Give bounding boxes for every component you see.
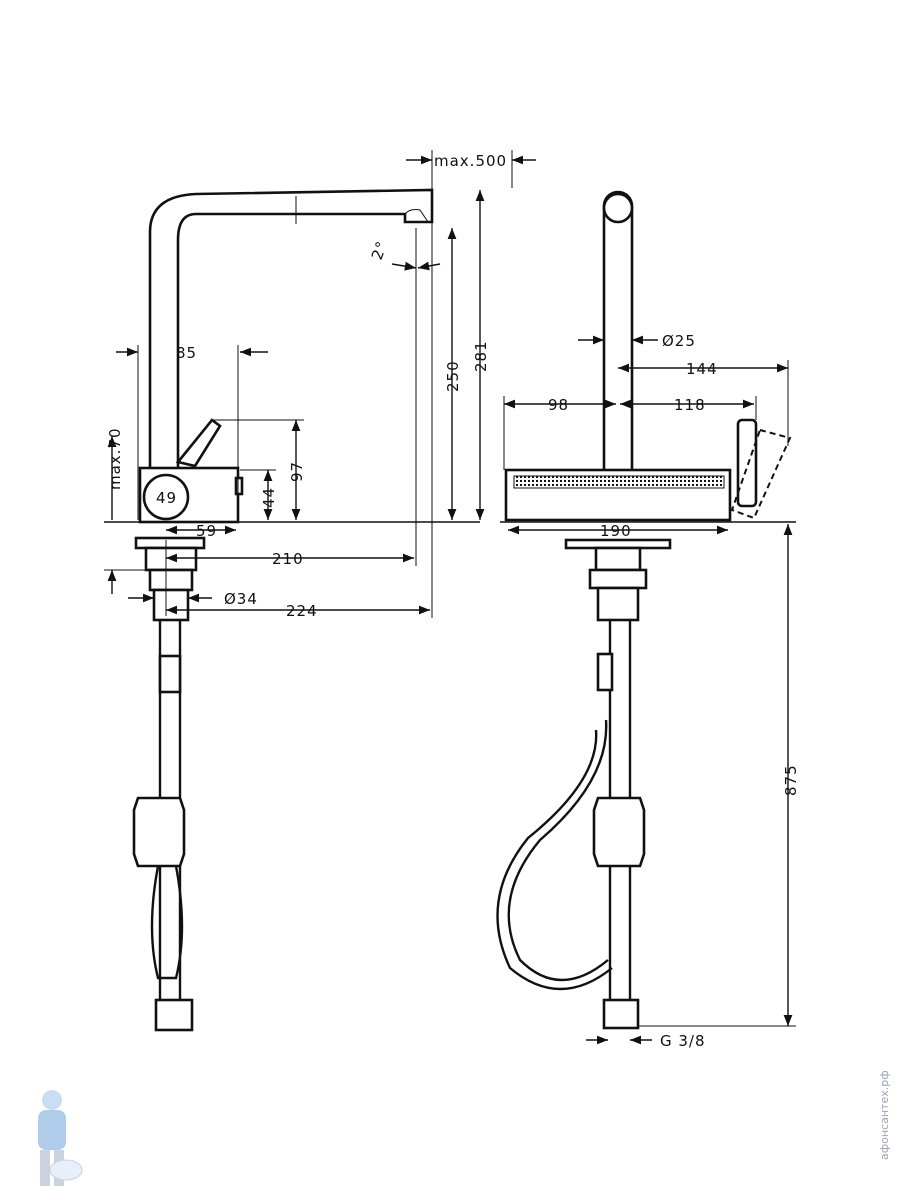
label-44: 44 — [260, 487, 278, 508]
label-max70: max.70 — [106, 427, 124, 490]
mount-nut — [144, 546, 198, 572]
side-view — [104, 150, 536, 1032]
label-250: 250 — [444, 360, 462, 392]
label-swivel-angle: 2° — [368, 238, 391, 262]
label-25: Ø25 — [662, 332, 696, 350]
pullout-hose-loop — [150, 865, 184, 980]
label-281: 281 — [472, 340, 490, 372]
mount-nut-front — [594, 546, 642, 572]
spray-head — [404, 209, 429, 223]
label-224: 224 — [286, 602, 318, 620]
label-thread: G 3/8 — [660, 1032, 706, 1050]
label-85: 85 — [176, 344, 197, 362]
body-cap — [234, 476, 244, 496]
spout-body — [148, 188, 434, 470]
lever-alt-position — [730, 428, 792, 520]
pullout-hose-curve-outer — [496, 729, 613, 991]
hose-weight — [132, 796, 186, 868]
label-59: 59 — [196, 522, 217, 540]
label-max-reach: max.500 — [434, 152, 507, 170]
label-210: 210 — [272, 550, 304, 568]
label-34: Ø34 — [224, 590, 258, 608]
cartridge-circle — [142, 473, 190, 521]
connector-nut-front — [602, 998, 640, 1030]
hose-sleeve — [158, 654, 182, 694]
dim-angle-r — [417, 261, 441, 271]
label-97: 97 — [288, 461, 306, 482]
spout-front — [602, 190, 634, 470]
shank — [152, 588, 190, 622]
label-118: 118 — [674, 396, 706, 414]
base-plate — [134, 536, 206, 550]
connector-nut — [154, 998, 194, 1032]
pullout-hose-curve — [507, 719, 609, 982]
tray-grid — [513, 475, 725, 489]
spout-top — [602, 192, 634, 224]
plumber-logo — [38, 1090, 83, 1186]
dim-angle-l — [391, 261, 417, 271]
label-144: 144 — [686, 360, 718, 378]
hose-sleeve-front — [596, 652, 614, 692]
hose-weight-front — [592, 796, 646, 868]
label-190: 190 — [600, 522, 632, 540]
lever — [175, 418, 222, 468]
shank-front — [596, 586, 640, 622]
label-49: 49 — [156, 489, 177, 507]
lever-front — [736, 418, 758, 508]
front-view — [496, 190, 796, 1045]
label-875: 875 — [782, 764, 800, 796]
label-98: 98 — [548, 396, 569, 414]
watermark-text: афонсантех.рф — [878, 1070, 891, 1160]
fixing-ring — [148, 568, 194, 592]
fixing-ring-front — [588, 568, 648, 590]
